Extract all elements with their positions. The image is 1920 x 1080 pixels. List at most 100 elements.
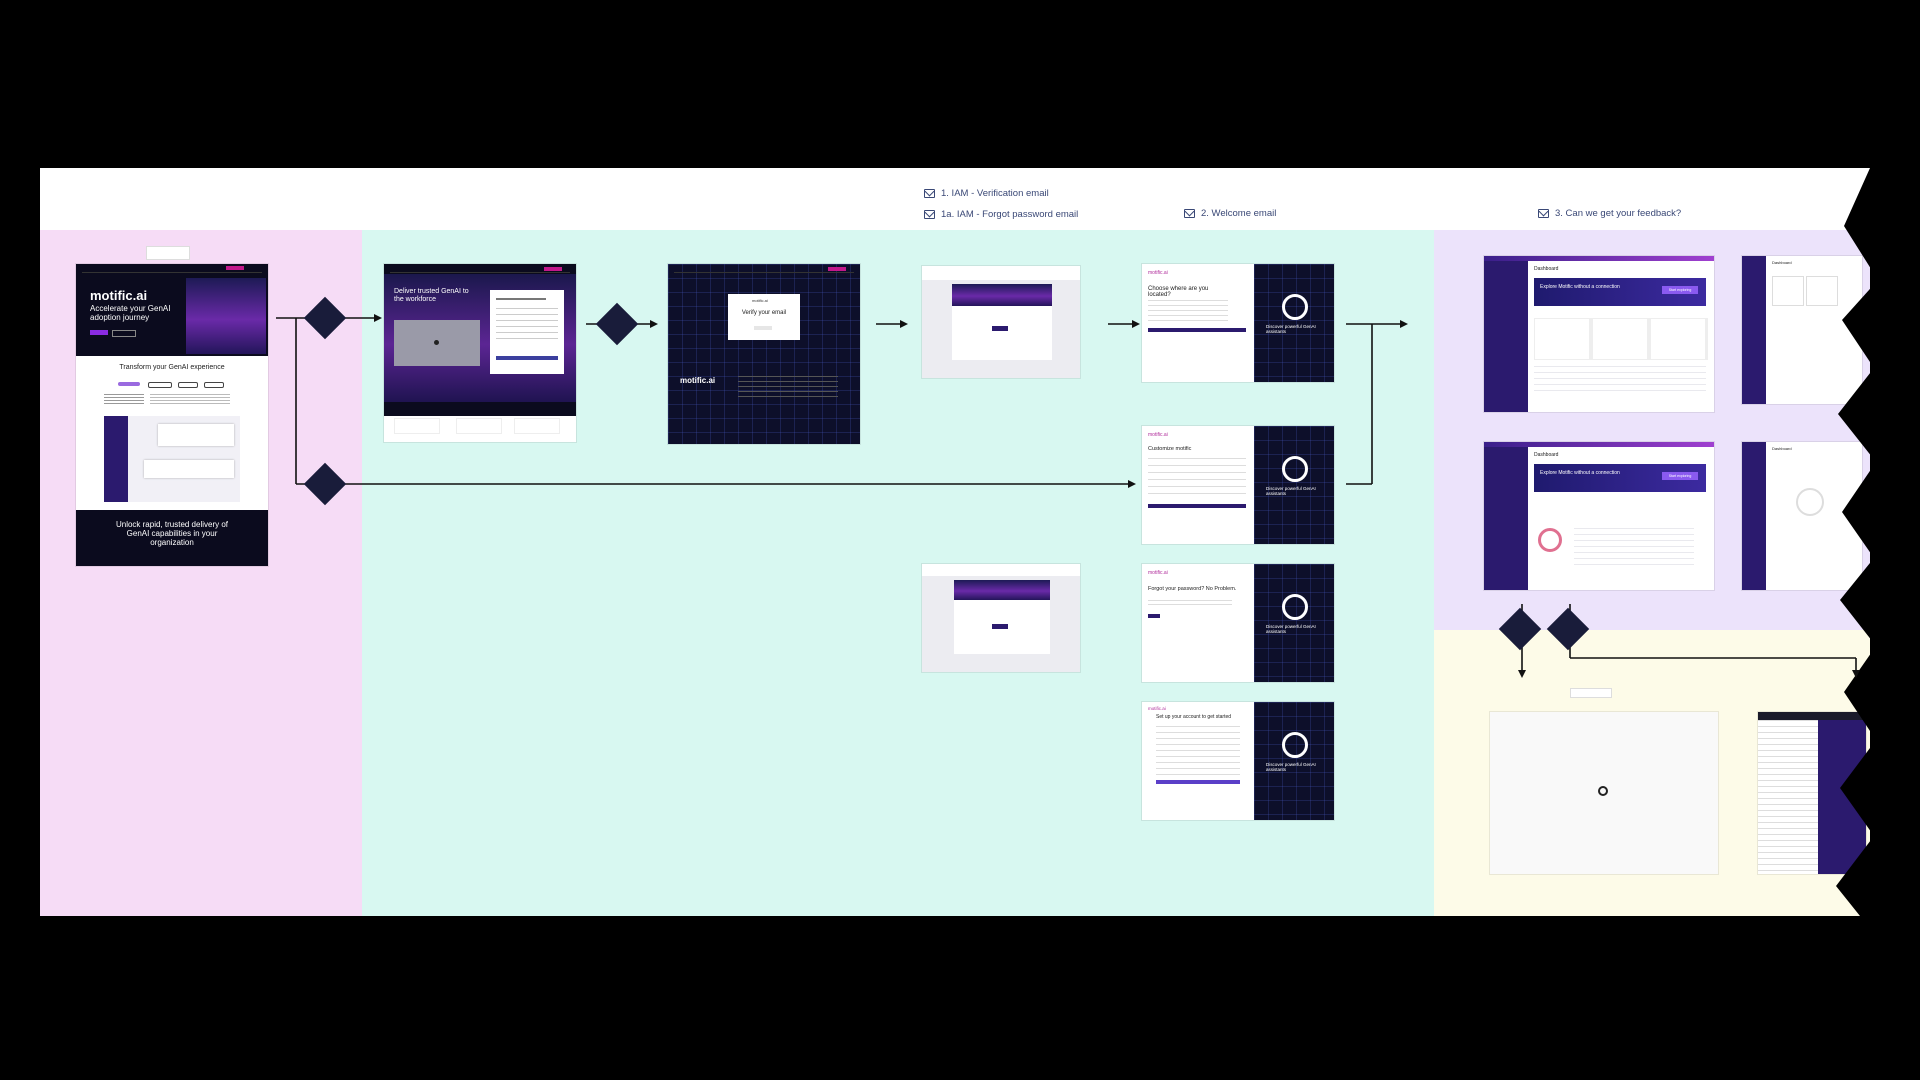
landing-secondary-button[interactable]	[112, 330, 136, 337]
email-label-forgot: 1a. IAM - Forgot password email	[924, 209, 1078, 220]
dashboard-sidebar	[1484, 447, 1528, 590]
email-label-text: 2. Welcome email	[1201, 208, 1277, 219]
envelope-icon	[924, 189, 935, 198]
verify-card-logo: motific.ai	[752, 298, 768, 303]
board-header-band	[40, 168, 1870, 230]
onboarding-logo: motific.ai	[1148, 706, 1166, 711]
landing-tab[interactable]	[148, 382, 172, 388]
dashboard-title: Dashboard	[1534, 452, 1559, 458]
landing-tab[interactable]	[118, 382, 140, 386]
play-icon[interactable]	[434, 340, 439, 345]
forgot-submit-button[interactable]	[1148, 614, 1160, 618]
dashboard-screen-a: Dashboard Explore Motific without a conn…	[1484, 256, 1714, 412]
dashboard-title: Dashboard	[1534, 266, 1559, 272]
landing-logo: motific.ai	[90, 288, 148, 303]
onboarding-art: Discover powerful GenAI assistants	[1254, 264, 1334, 382]
location-title: Choose where are you located?	[1148, 286, 1209, 298]
dashboard-banner-text: Explore Motific without a connection	[1540, 284, 1620, 290]
email-label-text: 3. Can we get your feedback?	[1555, 208, 1682, 219]
verify-title: Verify your email	[741, 310, 787, 316]
landing-tab[interactable]	[178, 382, 198, 388]
email-label-text: 1a. IAM - Forgot password email	[941, 209, 1079, 220]
onboarding-logo: motific.ai	[1148, 432, 1168, 438]
setup-account-screen: motific.ai Set up your account to get st…	[1142, 702, 1334, 820]
customize-title: Customize motific	[1148, 446, 1192, 452]
onboarding-art: Discover powerful GenAI assistants	[1254, 702, 1334, 820]
dashboard-cta-button[interactable]: Start exploring	[1662, 472, 1698, 480]
verify-footer-logo: motific.ai	[680, 376, 716, 385]
signup-screen: Deliver trusted GenAI to the workforce	[384, 264, 576, 442]
landing-section-title: Transform your GenAI experience	[119, 364, 225, 371]
envelope-icon	[1538, 209, 1549, 218]
verify-card: motific.ai Verify your email	[728, 294, 800, 340]
landing-app-preview	[104, 416, 240, 502]
landing-footer-text: Unlock rapid, trusted delivery of GenAI …	[115, 520, 229, 547]
onboarding-tagline: Discover powerful GenAI assistants	[1266, 324, 1316, 334]
signup-submit-button[interactable]	[496, 356, 558, 360]
motific-mark-icon	[1282, 594, 1308, 620]
location-continue-button[interactable]	[1148, 328, 1246, 332]
onboarding-tagline: Discover powerful GenAI assistants	[1266, 486, 1316, 496]
landing-text-block	[150, 394, 230, 404]
landing-text-block	[104, 394, 144, 404]
setup-title: Set up your account to get started	[1156, 714, 1232, 720]
envelope-icon	[1184, 209, 1195, 218]
forgot-title: Forgot your password? No Problem.	[1148, 586, 1237, 592]
email-label-verification: 1. IAM - Verification email	[924, 188, 1049, 199]
dashboard-narrow-a: Dashboard	[1742, 256, 1862, 404]
email-label-welcome: 2. Welcome email	[1184, 208, 1276, 219]
dashboard-title: Dashboard	[1772, 446, 1792, 451]
onboarding-tagline: Discover powerful GenAI assistants	[1266, 624, 1316, 634]
dashboard-sidebar	[1484, 261, 1528, 412]
dashboard-banner: Explore Motific without a connection Sta…	[1534, 278, 1706, 306]
landing-cta-button[interactable]	[90, 330, 108, 335]
dashboard-screen-b: Dashboard Explore Motific without a conn…	[1484, 442, 1714, 590]
setup-continue-button[interactable]	[1156, 780, 1240, 784]
loading-screen	[1490, 712, 1718, 874]
email-label-feedback: 3. Can we get your feedback?	[1538, 208, 1681, 219]
motific-mark-icon	[1282, 294, 1308, 320]
landing-tab[interactable]	[204, 382, 224, 388]
loading-spinner-icon	[1598, 786, 1608, 796]
city-illustration	[186, 278, 266, 354]
motific-mark-icon	[1282, 732, 1308, 758]
motific-mark-icon	[1282, 456, 1308, 482]
signup-form	[490, 290, 564, 374]
dashboard-cta-button[interactable]: Start exploring	[1662, 286, 1698, 294]
customize-screen: motific.ai Customize motific Discover po…	[1142, 426, 1334, 544]
sticky-note	[146, 246, 190, 260]
customize-continue-button[interactable]	[1148, 504, 1246, 508]
dashboard-banner-text: Explore Motific without a connection	[1540, 470, 1620, 476]
email-reset-button[interactable]	[992, 624, 1008, 629]
verification-email-preview	[922, 266, 1080, 378]
signup-video-placeholder[interactable]	[394, 320, 480, 366]
verify-email-screen: motific.ai Verify your email motific.ai	[668, 264, 860, 444]
signup-features-row	[384, 416, 576, 442]
landing-hero: motific.ai Accelerate your GenAI adoptio…	[76, 264, 268, 356]
email-body	[952, 284, 1052, 360]
signup-headline: Deliver trusted GenAI to the workforce	[394, 288, 469, 303]
email-verify-button[interactable]	[992, 326, 1008, 331]
verify-resend-button[interactable]	[754, 326, 772, 330]
donut-chart	[1538, 528, 1562, 552]
dashboard-banner: Explore Motific without a connection Sta…	[1534, 464, 1706, 492]
landing-page-screen: motific.ai Accelerate your GenAI adoptio…	[76, 264, 268, 566]
onboarding-tagline: Discover powerful GenAI assistants	[1266, 762, 1316, 772]
welcome-screen	[1758, 712, 1866, 874]
dashboard-title: Dashboard	[1772, 260, 1792, 265]
location-screen: motific.ai Choose where are you located?…	[1142, 264, 1334, 382]
forgot-email-preview	[922, 564, 1080, 672]
landing-footer: Unlock rapid, trusted delivery of GenAI …	[76, 510, 268, 566]
onboarding-logo: motific.ai	[1148, 570, 1168, 576]
forgot-password-screen: motific.ai Forgot your password? No Prob…	[1142, 564, 1334, 682]
email-body	[954, 580, 1050, 654]
sticky-note	[1570, 688, 1612, 698]
onboarding-art: Discover powerful GenAI assistants	[1254, 426, 1334, 544]
onboarding-logo: motific.ai	[1148, 270, 1168, 276]
dashboard-narrow-b: Dashboard	[1742, 442, 1862, 590]
torn-edge	[1820, 168, 1920, 928]
onboarding-art: Discover powerful GenAI assistants	[1254, 564, 1334, 682]
envelope-icon	[924, 210, 935, 219]
landing-headline: Accelerate your GenAI adoption journey	[90, 304, 171, 322]
